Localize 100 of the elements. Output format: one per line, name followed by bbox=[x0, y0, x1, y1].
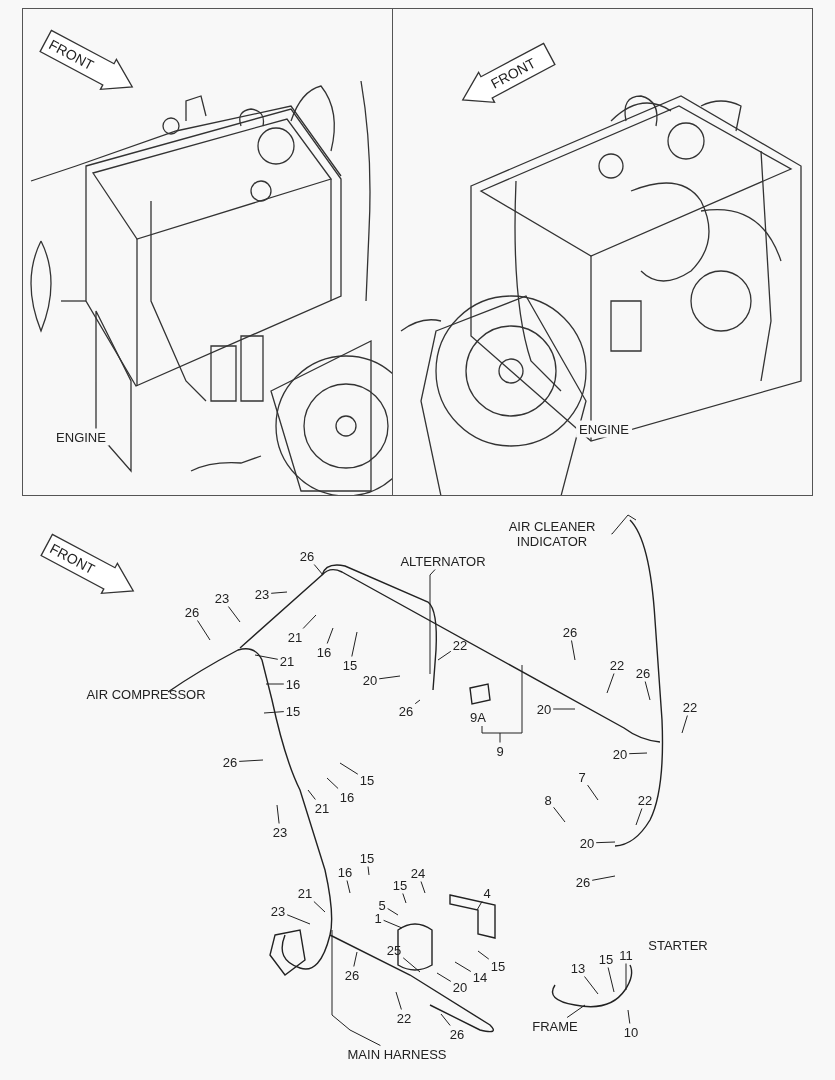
callout-number: 26 bbox=[562, 624, 578, 640]
callout-number: 13 bbox=[570, 960, 586, 976]
callout-number: 5 bbox=[378, 897, 386, 913]
part-label: STARTER bbox=[648, 937, 708, 953]
leader-line bbox=[440, 1013, 451, 1026]
callout-number: 4 bbox=[483, 885, 491, 901]
callout-number: 22 bbox=[609, 657, 625, 673]
callout-number: 15 bbox=[359, 772, 375, 788]
part-label: ALTERNATOR bbox=[400, 553, 486, 569]
leader-line bbox=[302, 614, 317, 629]
leader-line bbox=[326, 627, 334, 644]
leader-line bbox=[351, 631, 358, 657]
leader-line bbox=[307, 789, 316, 800]
callout-number: 26 bbox=[449, 1026, 465, 1042]
leader-line bbox=[395, 991, 402, 1010]
callout-number: 23 bbox=[270, 903, 286, 919]
leader-line bbox=[437, 650, 452, 661]
leader-line bbox=[254, 654, 279, 660]
leader-line bbox=[584, 976, 599, 995]
leader-line bbox=[476, 901, 483, 911]
callout-number: 7 bbox=[578, 769, 586, 785]
leader-line bbox=[436, 972, 452, 982]
callout-number: 22 bbox=[637, 792, 653, 808]
callout-number: 20 bbox=[452, 979, 468, 995]
engine-panel bbox=[392, 8, 813, 496]
callout-number: 15 bbox=[285, 703, 301, 719]
callout-number: 16 bbox=[337, 864, 353, 880]
leader-line bbox=[339, 762, 359, 775]
part-label: AIR CLEANER INDICATOR bbox=[494, 519, 610, 549]
leader-line bbox=[587, 784, 599, 801]
leader-line bbox=[286, 914, 311, 925]
leader-line bbox=[270, 591, 288, 594]
callout-number: 8 bbox=[544, 792, 552, 808]
engine-panel bbox=[22, 8, 393, 496]
leader-line bbox=[383, 919, 403, 929]
callout-number: 15 bbox=[359, 850, 375, 866]
callout-number: 26 bbox=[344, 967, 360, 983]
callout-number: 10 bbox=[623, 1024, 639, 1040]
callout-number: 21 bbox=[279, 653, 295, 669]
leader-line bbox=[197, 620, 211, 641]
callout-number: 23 bbox=[214, 590, 230, 606]
leader-line bbox=[265, 683, 285, 685]
leader-line bbox=[313, 564, 324, 576]
leader-line bbox=[627, 1009, 631, 1024]
callout-number: 1 bbox=[374, 910, 382, 926]
leader-line bbox=[378, 675, 401, 680]
callout-number: 22 bbox=[396, 1010, 412, 1026]
leader-line bbox=[571, 640, 576, 661]
leader-line bbox=[481, 664, 523, 743]
leader-line bbox=[402, 893, 407, 904]
leader-line bbox=[595, 841, 616, 844]
leader-line bbox=[681, 715, 688, 734]
part-label: FRAME bbox=[532, 1018, 578, 1034]
callout-number: 20 bbox=[579, 835, 595, 851]
callout-number: 15 bbox=[490, 958, 506, 974]
callout-number: 14 bbox=[472, 969, 488, 985]
leader-line bbox=[429, 569, 436, 675]
callout-number: 16 bbox=[316, 644, 332, 660]
callout-number: 11 bbox=[619, 947, 633, 963]
leader-line bbox=[635, 808, 643, 826]
callout-number: 22 bbox=[452, 637, 468, 653]
leader-line bbox=[553, 806, 566, 823]
callout-number: 16 bbox=[339, 789, 355, 805]
part-label: MAIN HARNESS bbox=[347, 1046, 447, 1062]
callout-number: 23 bbox=[272, 824, 288, 840]
leader-line bbox=[454, 961, 472, 972]
leader-line bbox=[263, 711, 285, 714]
leader-line bbox=[477, 950, 490, 960]
leader-line bbox=[625, 963, 627, 991]
leader-line bbox=[353, 951, 358, 967]
callout-number: 9A bbox=[470, 709, 486, 725]
leader-line bbox=[346, 880, 351, 894]
leader-line bbox=[313, 901, 326, 913]
leader-line bbox=[387, 908, 399, 916]
engine-label: ENGINE bbox=[576, 420, 632, 438]
leader-line bbox=[628, 752, 648, 755]
callout-number: 26 bbox=[299, 548, 315, 564]
callout-number: 22 bbox=[682, 699, 698, 715]
callout-number: 20 bbox=[536, 701, 552, 717]
callout-number: 15 bbox=[342, 657, 358, 673]
part-label: AIR COMPRESSOR bbox=[86, 686, 206, 702]
leader-line bbox=[566, 1004, 586, 1018]
callout-number: 21 bbox=[297, 885, 313, 901]
leader-line bbox=[326, 777, 339, 789]
callout-number: 21 bbox=[287, 629, 303, 645]
callout-number: 26 bbox=[184, 604, 200, 620]
callout-number: 23 bbox=[254, 586, 270, 602]
callout-number: 26 bbox=[222, 754, 238, 770]
leader-line bbox=[402, 957, 421, 973]
leader-line bbox=[414, 699, 421, 705]
leader-line bbox=[420, 881, 426, 894]
callout-number: 15 bbox=[598, 951, 614, 967]
leader-line bbox=[227, 606, 241, 623]
callout-number: 16 bbox=[285, 676, 301, 692]
callout-number: 9 bbox=[496, 743, 504, 759]
leader-line bbox=[238, 759, 264, 762]
callout-number: 26 bbox=[398, 703, 414, 719]
leader-line bbox=[331, 929, 381, 1046]
leader-line bbox=[591, 875, 616, 881]
callout-number: 21 bbox=[314, 800, 330, 816]
